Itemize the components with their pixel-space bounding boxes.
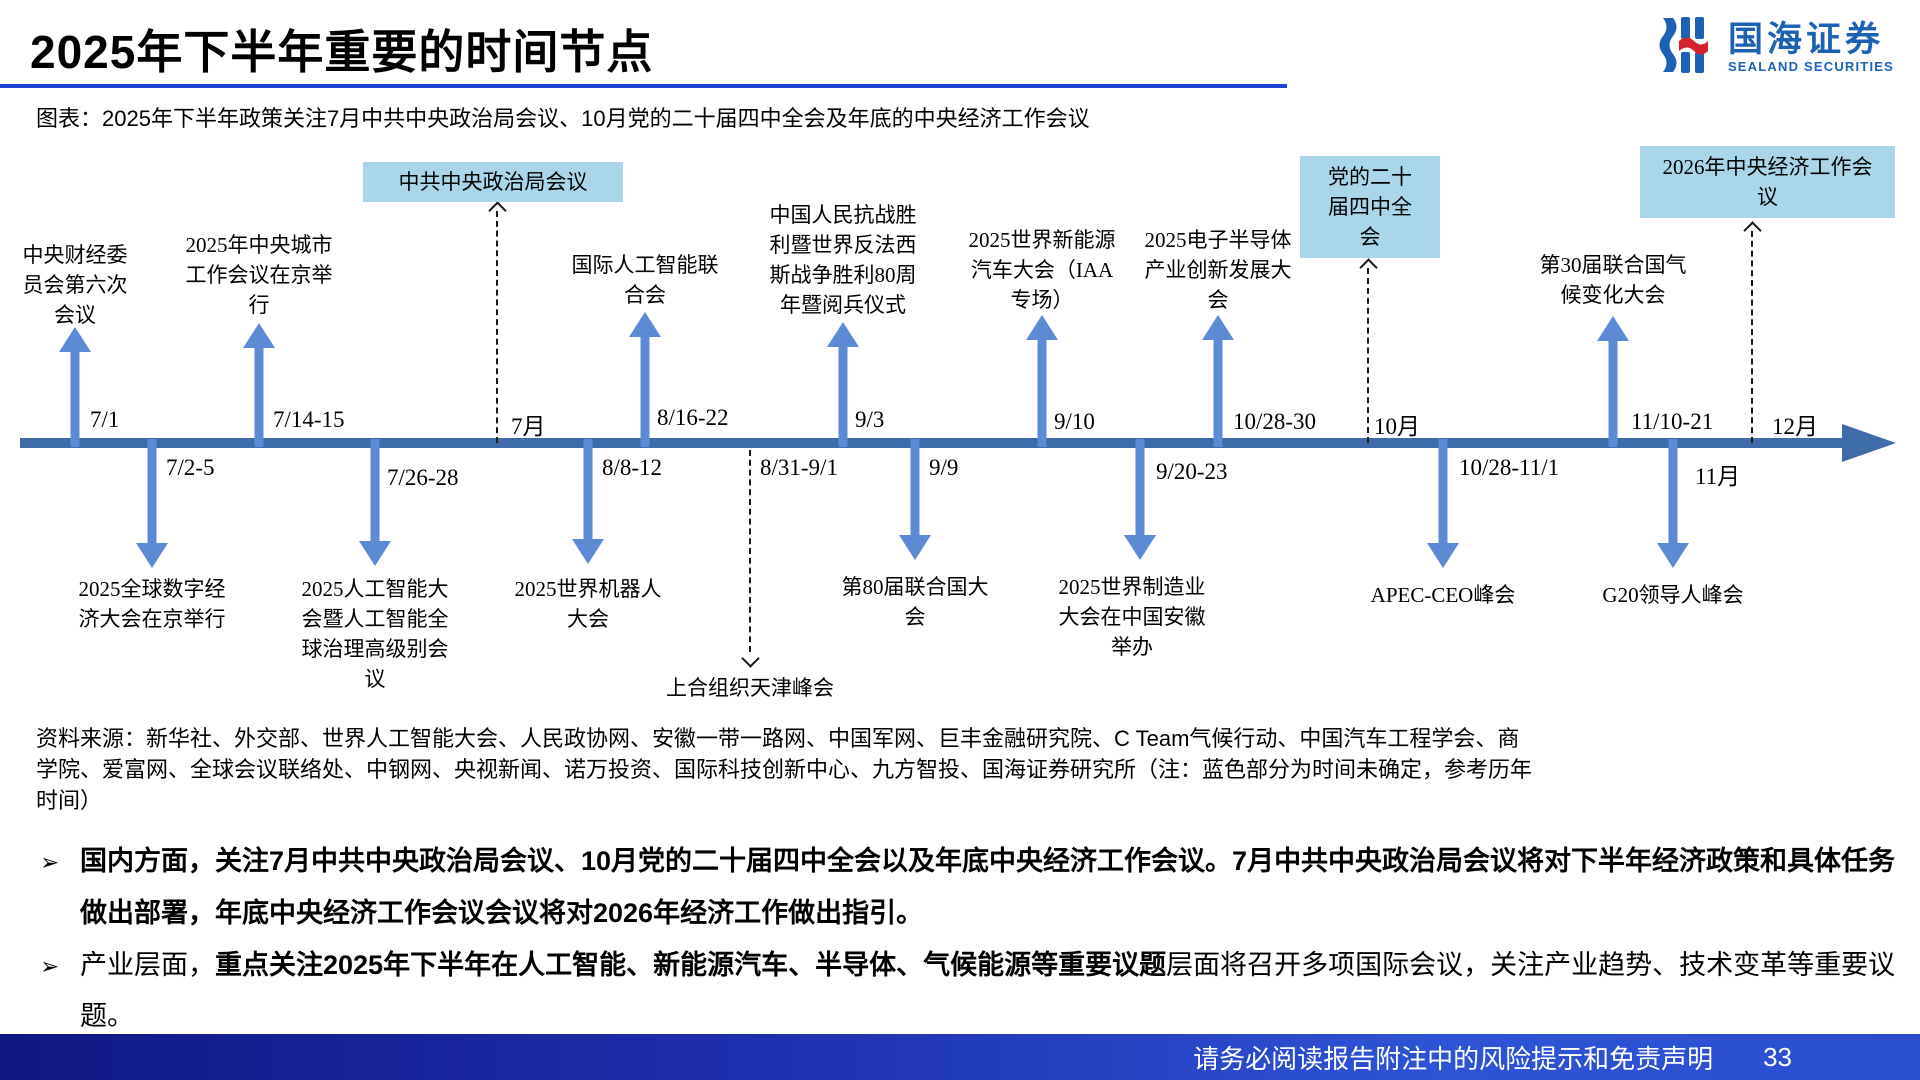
- bullet-text: 产业层面，重点关注2025年下半年在人工智能、新能源汽车、半导体、气候能源等重要…: [80, 949, 1896, 1032]
- event-arrow-up-icon: [1597, 316, 1629, 447]
- timeline-date: 10/28-30: [1233, 409, 1317, 434]
- logo-name-cn: 国海证券: [1727, 20, 1884, 59]
- key-points: ➢ 国内方面，关注7月中共中央政治局会议、10月党的二十届四中全会以及年底中央经济…: [40, 836, 1896, 1043]
- timeline-date: 8/16-22: [657, 405, 729, 430]
- disclaimer-text: 请务必阅读报告附注中的风险提示和免责声明: [1193, 1043, 1714, 1074]
- bullet-text: 国内方面，关注7月中共中央政治局会议、10月党的二十届四中全会以及年底中央经济工…: [80, 846, 1896, 928]
- timeline-date: 10月: [1374, 414, 1420, 439]
- timeline-diagram: 7/1 中央财经委 员会第六次 会议 7/2-5 2025全球数字经 济大会在京举行 7…: [0, 140, 1920, 720]
- timeline-date: 12月: [1772, 414, 1818, 439]
- sealand-logo-icon: [1656, 14, 1718, 81]
- timeline-event-label: 2025电子半导体 产业创新发展大 会: [1144, 228, 1292, 312]
- event-arrow-down-icon: [1427, 439, 1459, 568]
- timeline-date: 9/3: [855, 407, 885, 432]
- bullet-arrow-icon: ➢: [40, 849, 60, 875]
- dashed-arrow-down-icon: [741, 649, 760, 668]
- event-arrow-up-icon: [243, 323, 275, 447]
- timeline-date: 9/20-23: [1156, 459, 1228, 484]
- timeline-event-label: 2025人工智能大 会暨人工智能全 球治理高级别会 议: [301, 577, 449, 691]
- sealand-logo: 国海证券 SEALAND SECURITIES: [1656, 14, 1894, 81]
- timeline-event-label: 2025世界机器人 大会: [514, 577, 662, 631]
- timeline-date: 8/31-9/1: [760, 455, 838, 480]
- dashed-connector: [749, 450, 751, 652]
- event-arrow-down-icon: [1657, 439, 1689, 568]
- timeline-event-label: 上合组织天津峰会: [666, 676, 834, 700]
- timeline-date: 7/26-28: [387, 465, 459, 490]
- timeline-event-label: 2025年中央城市 工作会议在京举 行: [185, 233, 333, 317]
- timeline-event-label: 国际人工智能联 合会: [571, 253, 719, 307]
- title-underline: [0, 84, 1287, 88]
- timeline-event-label: 2025世界新能源 汽车大会（IAA 专场）: [968, 228, 1116, 312]
- timeline-date: 9/9: [929, 455, 959, 480]
- timeline-event-label: 2025全球数字经 济大会在京举行: [78, 577, 226, 631]
- source-note: 资料来源：新华社、外交部、世界人工智能大会、人民政协网、安徽一带一路网、中国军网…: [36, 726, 1533, 813]
- event-arrow-up-icon: [59, 327, 91, 447]
- timeline-event-label: 中央财经委 员会第六次 会议: [22, 243, 128, 327]
- event-arrow-down-icon: [1124, 439, 1156, 560]
- dashed-connector: [1751, 231, 1753, 443]
- timeline-event-label: 第80届联合国大 会: [841, 575, 989, 629]
- bullet-arrow-icon: ➢: [40, 952, 60, 979]
- event-arrow-down-icon: [136, 439, 168, 568]
- event-arrow-up-icon: [1202, 315, 1234, 447]
- timeline-date: 7/1: [90, 407, 120, 432]
- footer-bar: 请务必阅读报告附注中的风险提示和免责声明 33: [0, 1034, 1920, 1080]
- timeline-date: 11/10-21: [1631, 409, 1714, 434]
- page-number: 33: [1763, 1041, 1792, 1072]
- timeline-highlight-box: 2026年中央经济工作会 议: [1640, 146, 1895, 218]
- event-arrow-up-icon: [1026, 315, 1058, 447]
- event-arrow-down-icon: [899, 439, 931, 560]
- timeline-date: 8/8-12: [602, 455, 663, 480]
- timeline-highlight-box: 党的二十 届四中全 会: [1300, 156, 1440, 258]
- timeline-date: 9/10: [1054, 409, 1095, 434]
- event-arrow-up-icon: [827, 322, 859, 447]
- timeline-date: 10/28-11/1: [1459, 455, 1560, 480]
- timeline-date: 7月: [511, 414, 546, 439]
- event-arrow-down-icon: [359, 439, 391, 566]
- page-title: 2025年下半年重要的时间节点: [30, 26, 654, 78]
- bullet-item: ➢ 产业层面，重点关注2025年下半年在人工智能、新能源汽车、半导体、气候能源等重…: [40, 940, 1896, 1044]
- dashed-connector: [1367, 268, 1369, 443]
- timeline-highlight-box: 中共中央政治局会议: [363, 162, 623, 202]
- timeline-event-label: 2025世界制造业 大会在中国安徽 举办: [1058, 575, 1206, 659]
- dashed-connector: [496, 211, 498, 443]
- timeline-event-label: 中国人民抗战胜 利暨世界反法西 斯战争胜利80周 年暨阅兵仪式: [769, 203, 917, 317]
- timeline-event-label: G20领导人峰会: [1602, 583, 1744, 607]
- timeline-axis-arrow-icon: [1842, 424, 1896, 462]
- chart-caption: 图表：2025年下半年政策关注7月中共中央政治局会议、10月党的二十届四中全会及…: [36, 106, 1090, 131]
- timeline-date: 11月: [1695, 464, 1741, 489]
- timeline-event-label: 第30届联合国气 候变化大会: [1539, 253, 1687, 307]
- logo-name-en: SEALAND SECURITIES: [1727, 59, 1894, 74]
- timeline-event-label: APEC-CEO峰会: [1370, 583, 1516, 607]
- sealand-logo-wordmark: 国海证券 SEALAND SECURITIES: [1728, 22, 1894, 73]
- timeline-axis: [20, 438, 1846, 448]
- event-arrow-up-icon: [629, 312, 661, 447]
- timeline-date: 7/14-15: [273, 407, 345, 432]
- bullet-item: ➢ 国内方面，关注7月中共中央政治局会议、10月党的二十届四中全会以及年底中央经济…: [40, 836, 1896, 940]
- event-arrow-down-icon: [572, 439, 604, 564]
- timeline-date: 7/2-5: [166, 455, 215, 480]
